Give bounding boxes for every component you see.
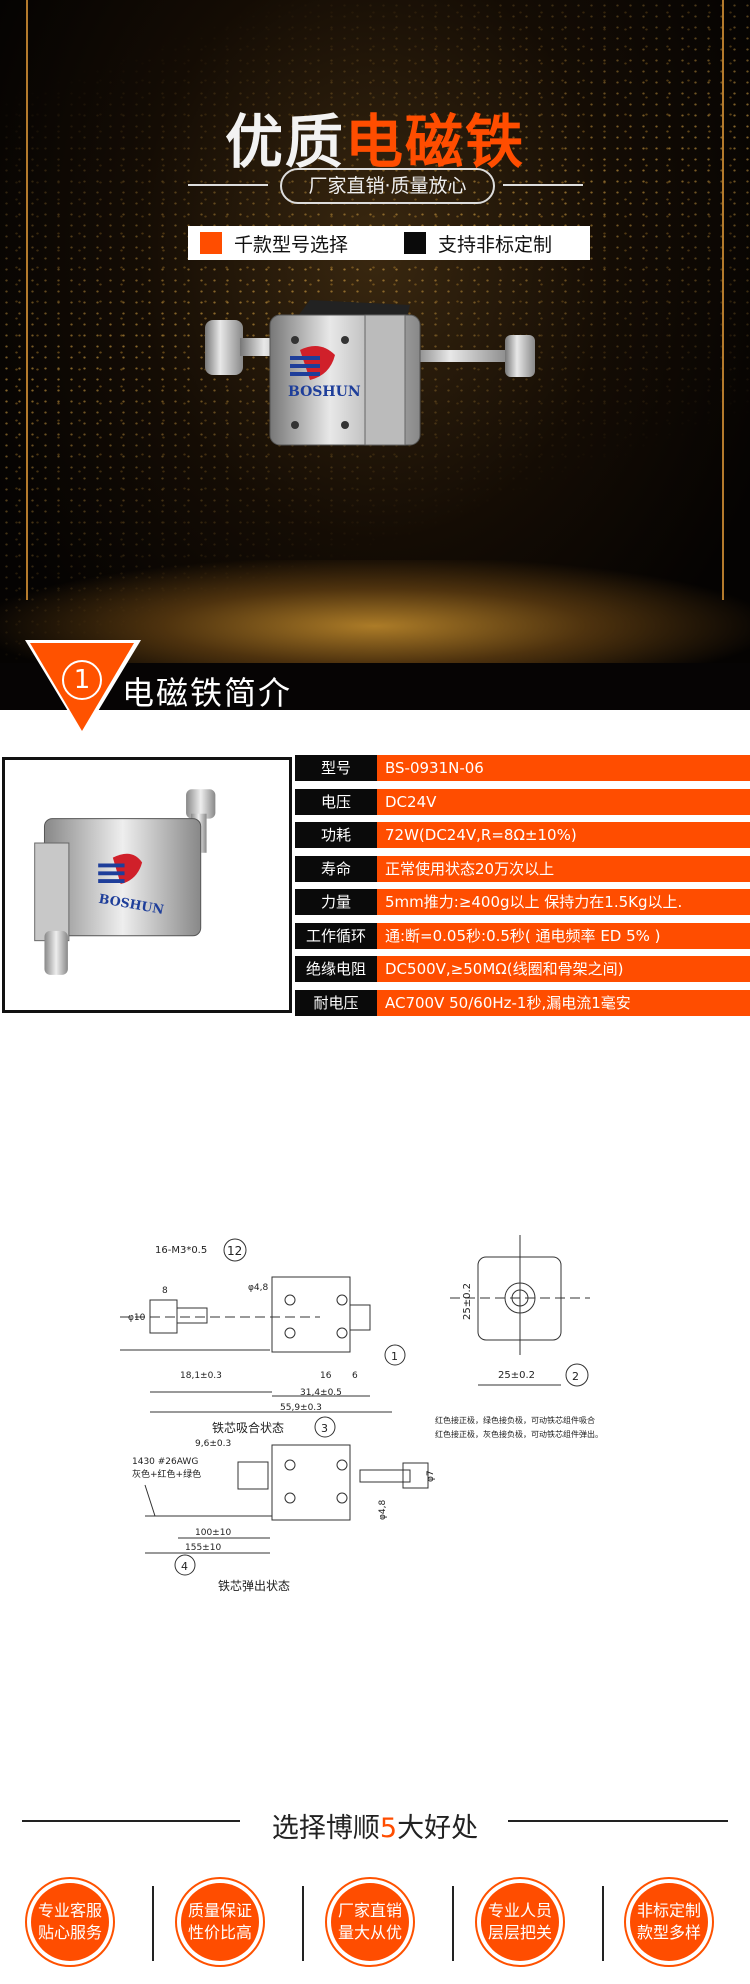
feature-2: 支持非标定制: [438, 233, 553, 256]
benefit-line-1: 厂家直销: [337, 1901, 402, 1920]
black-square-icon: [404, 232, 426, 254]
title-white: 优质: [224, 108, 345, 176]
dim-16: 16: [320, 1371, 332, 1381]
dim-559: 55,9±0.3: [280, 1403, 322, 1413]
benefits-title: 选择博顺5大好处: [0, 1806, 750, 1845]
spec-value: AC700V 50/60Hz-1秒,漏电流1毫安: [377, 989, 750, 1016]
wire-spec: 1430 #26AWG: [132, 1457, 198, 1467]
divider: [452, 1886, 454, 1961]
spec-value: 正常使用状态20万次以上: [377, 855, 750, 882]
benefit-line-2: 款型多样: [636, 1923, 701, 1942]
spec-value: DC24V: [377, 788, 750, 815]
spec-value: BS-0931N-06: [377, 755, 750, 781]
benefit-badge: 厂家直销量大从优: [325, 1877, 415, 1967]
benefit-badge: 非标定制款型多样: [624, 1877, 714, 1967]
spec-key: 型号: [295, 755, 377, 781]
note-2: 红色接正极，灰色接负极，可动铁芯组件弹出。: [435, 1429, 603, 1439]
benefit-line-2: 性价比高: [187, 1923, 252, 1942]
dim-d10: φ10: [128, 1313, 146, 1323]
benefit-line-2: 量大从优: [337, 1923, 402, 1942]
hero-subtitle: 厂家直销·质量放心: [280, 168, 495, 204]
divider: [503, 184, 583, 186]
divider: [188, 184, 268, 186]
spec-value: 通:断=0.05秒:0.5秒( 通电频率 ED 5% ): [377, 922, 750, 949]
title-num: 5: [379, 1813, 398, 1844]
spec-value: 72W(DC24V,R=8Ω±10%): [377, 822, 750, 848]
divider: [22, 1820, 240, 1822]
benefit-line-2: 贴心服务: [37, 1923, 102, 1942]
spec-key: 力量: [295, 889, 377, 915]
note-1: 红色接正极，绿色接负极，可动铁芯组件吸合: [435, 1415, 595, 1425]
callout-1: 1: [391, 1350, 398, 1363]
dim-w25: 25±0.2: [498, 1370, 535, 1381]
spec-key: 功耗: [295, 822, 377, 848]
state-in-label: 铁芯吸合状态: [212, 1420, 284, 1435]
dim-8: 8: [162, 1286, 168, 1296]
spec-row: 寿命正常使用状态20万次以上: [295, 855, 750, 882]
spec-key: 绝缘电阻: [295, 956, 377, 982]
spec-value: DC500V,≥50MΩ(线圈和骨架之间): [377, 956, 750, 982]
dim-h25: 25±0.2: [462, 1283, 473, 1320]
spec-row: 工作循环通:断=0.05秒:0.5秒( 通电频率 ED 5% ): [295, 922, 750, 949]
title-a: 选择博顺: [271, 1813, 380, 1844]
callout-3: 3: [321, 1422, 328, 1435]
dim-181: 18,1±0.3: [180, 1371, 222, 1381]
dim-6: 6: [352, 1371, 358, 1381]
dim-100: 100±10: [195, 1528, 231, 1538]
divider: [302, 1886, 304, 1961]
divider: [602, 1886, 604, 1961]
solenoid-product-image: BOSHUN: [205, 300, 535, 446]
hero-banner: 优质电磁铁 厂家直销·质量放心 千款型号选择 支持非标定制 BOSHUN: [0, 0, 750, 710]
title-b: 大好处: [397, 1813, 479, 1844]
section-title: 电磁铁简介: [122, 674, 293, 712]
dim-d48: φ4,8: [248, 1283, 269, 1293]
spec-product-image: BOSHUN: [2, 757, 292, 1013]
dim-d7: φ7: [426, 1470, 436, 1482]
spec-key: 电压: [295, 788, 377, 815]
orange-square-icon: [200, 232, 222, 254]
feature-1: 千款型号选择: [234, 233, 349, 256]
dim-314: 31,4±0.5: [300, 1388, 342, 1398]
wire-colors: 灰色+红色+绿色: [132, 1468, 201, 1480]
benefit-line-1: 专业人员: [487, 1901, 552, 1920]
gold-frame: [26, 0, 724, 600]
benefit-line-1: 专业客服: [37, 1901, 102, 1920]
spec-key: 耐电压: [295, 989, 377, 1016]
feature-bar: 千款型号选择 支持非标定制: [188, 226, 590, 260]
svg-text:BOSHUN: BOSHUN: [288, 384, 361, 400]
divider: [508, 1820, 728, 1822]
spec-key: 寿命: [295, 855, 377, 882]
divider: [152, 1886, 154, 1961]
spec-value: 5mm推力:≥400g以上 保持力在1.5Kg以上.: [377, 889, 750, 915]
section-number: 1: [62, 660, 102, 700]
spec-key: 工作循环: [295, 922, 377, 949]
benefit-line-2: 层层把关: [487, 1923, 552, 1942]
hero-title: 优质电磁铁: [0, 95, 750, 179]
callout-2: 2: [572, 1370, 579, 1383]
dim-96: 9,6±0.3: [195, 1439, 231, 1449]
thread-label: 16-M3*0.5: [155, 1245, 207, 1256]
dim-d48b: φ4,8: [378, 1499, 388, 1520]
benefit-badge: 专业客服贴心服务: [25, 1877, 115, 1967]
benefit-line-1: 质量保证: [187, 1901, 252, 1920]
technical-drawing: 16-M3*0.5 12 8 φ10 φ4,8 18,1±0.3 16 6 31…: [120, 1235, 603, 1593]
callout-4: 4: [181, 1560, 188, 1573]
benefit-badge: 专业人员层层把关: [475, 1877, 565, 1967]
callout-12: 12: [227, 1244, 242, 1258]
title-orange: 电磁铁: [345, 108, 526, 176]
state-out-label: 铁芯弹出状态: [218, 1579, 290, 1593]
benefit-badge: 质量保证性价比高: [175, 1877, 265, 1967]
dim-155: 155±10: [185, 1543, 221, 1553]
benefit-line-1: 非标定制: [636, 1901, 701, 1920]
